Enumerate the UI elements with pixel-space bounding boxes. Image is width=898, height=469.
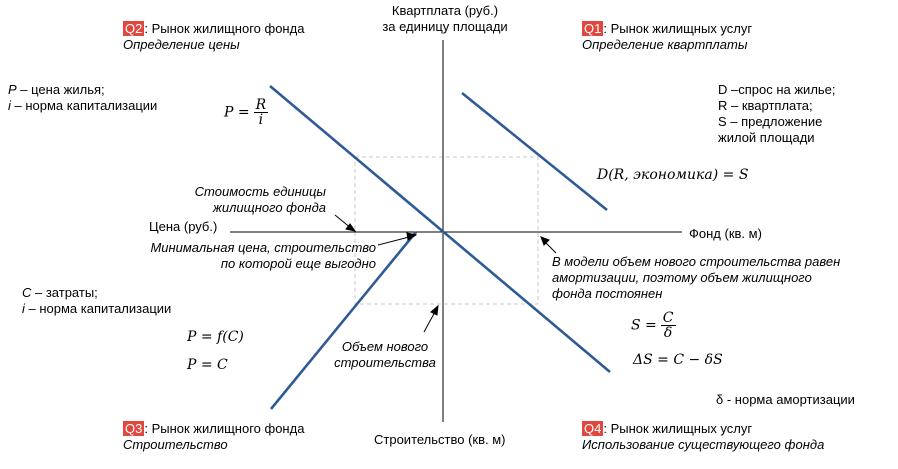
formula-p-num: R bbox=[253, 97, 269, 113]
axis-label-top-line1: Квартплата (руб.) bbox=[391, 3, 499, 18]
formula-s-lhs: S = bbox=[631, 317, 657, 334]
annotation-new-volume: Объем нового строительства bbox=[330, 339, 440, 371]
arrow-new-volume bbox=[423, 304, 439, 333]
formula-p-den: i bbox=[258, 112, 264, 128]
arrow-model bbox=[540, 236, 557, 254]
equilibrium-dashed-box bbox=[354, 156, 539, 305]
legend-r: R – квартплата; bbox=[718, 98, 813, 113]
annotation-unit-value: Стоимость единицы жилищного фонда bbox=[150, 184, 326, 216]
annotation-min-price-line2: по которой еще выгодно bbox=[220, 256, 376, 271]
axis-label-right: Фонд (кв. м) bbox=[689, 226, 762, 241]
annotation-min-price-line1: Минимальная цена, строительство bbox=[150, 240, 376, 255]
annotation-unit-value-line1: Стоимость единицы bbox=[194, 184, 326, 199]
legend-price-capitalization: P – цена жилья; i – норма капитализации bbox=[8, 82, 157, 114]
q1-header: Q1: Рынок жилищных услуг Определение ква… bbox=[582, 21, 752, 53]
q3-subtitle: Строительство bbox=[123, 437, 228, 452]
annotation-min-price: Минимальная цена, строительство по котор… bbox=[110, 240, 376, 272]
q1-title: : Рынок жилищных услуг bbox=[603, 21, 753, 36]
q2-title: : Рынок жилищного фонда bbox=[144, 21, 305, 36]
legend-depreciation: δ - норма амортизации bbox=[716, 392, 855, 407]
q2-subtitle: Определение цены bbox=[123, 37, 240, 52]
annotation-model-line2: амортизации, поэтому объем жилищного bbox=[552, 270, 812, 285]
legend-var-i: i bbox=[8, 98, 11, 113]
annotation-new-volume-line2: строительства bbox=[334, 355, 436, 370]
legend-var-c: C bbox=[22, 285, 32, 300]
axis-label-left: Цена (руб.) bbox=[149, 219, 218, 234]
q4-tag: Q4 bbox=[582, 421, 604, 436]
legend-d: D –спрос на жилье; bbox=[718, 82, 836, 97]
annotation-unit-value-line2: жилищного фонда bbox=[212, 200, 326, 215]
q2-header: Q2: Рынок жилищного фонда Определение це… bbox=[123, 21, 304, 53]
axis-label-top: Квартплата (руб.) за единицу площади bbox=[355, 3, 535, 35]
q1-demand-line bbox=[461, 91, 608, 212]
legend-var-p: P bbox=[8, 82, 17, 97]
q3-header: Q3: Рынок жилищного фонда Строительство bbox=[123, 421, 304, 453]
formula-p-lhs: P = bbox=[224, 104, 250, 121]
q4-title: : Рынок жилищных услуг bbox=[603, 421, 753, 436]
axis-label-bottom: Строительство (кв. м) bbox=[374, 432, 506, 447]
legend-i-desc: – норма капитализации bbox=[10, 98, 158, 113]
q4-subtitle: Использование существующего фонда bbox=[582, 437, 825, 452]
formula-demand-supply: D(R, экономика) = S bbox=[597, 167, 749, 183]
annotation-model-note: В модели объем нового строительства раве… bbox=[552, 254, 840, 302]
arrow-min-price bbox=[377, 232, 418, 246]
q3-construction-line bbox=[269, 231, 418, 410]
formula-p-c: P = C bbox=[187, 357, 228, 373]
legend-p-desc: – цена жилья; bbox=[16, 82, 105, 97]
legend-c-desc: – затраты; bbox=[31, 285, 98, 300]
q4-header: Q4: Рынок жилищных услуг Использование с… bbox=[582, 421, 824, 453]
annotation-new-volume-line1: Объем нового bbox=[341, 339, 429, 354]
legend-cost-capitalization: C – затраты; i – норма капитализации bbox=[22, 285, 171, 317]
q3-tag: Q3 bbox=[123, 421, 145, 436]
formula-p-f-c: P = f(C) bbox=[187, 329, 244, 345]
q3-title: : Рынок жилищного фонда bbox=[144, 421, 305, 436]
annotation-model-line3: фонда постоянен bbox=[552, 286, 663, 301]
legend-s-cont: жилой площади bbox=[718, 130, 815, 145]
legend-i2-desc: – норма капитализации bbox=[24, 301, 172, 316]
q2-tag: Q2 bbox=[123, 21, 145, 36]
legend-var-i2: i bbox=[22, 301, 25, 316]
formula-s-num: C bbox=[660, 310, 676, 326]
q1-subtitle: Определение квартплаты bbox=[582, 37, 748, 52]
axis-label-top-line2: за единицу площади bbox=[382, 19, 508, 34]
formula-s-den: δ bbox=[663, 325, 673, 341]
q2-price-line bbox=[269, 85, 611, 373]
legend-demand-supply: D –спрос на жилье; R – квартплата; S – п… bbox=[718, 82, 836, 146]
legend-s: S – предложение bbox=[718, 114, 823, 129]
q1-tag: Q1 bbox=[582, 21, 604, 36]
formula-delta-s: ΔS = C − δS bbox=[633, 352, 723, 368]
arrow-unit-value bbox=[334, 214, 357, 232]
annotation-model-line1: В модели объем нового строительства раве… bbox=[552, 254, 841, 269]
